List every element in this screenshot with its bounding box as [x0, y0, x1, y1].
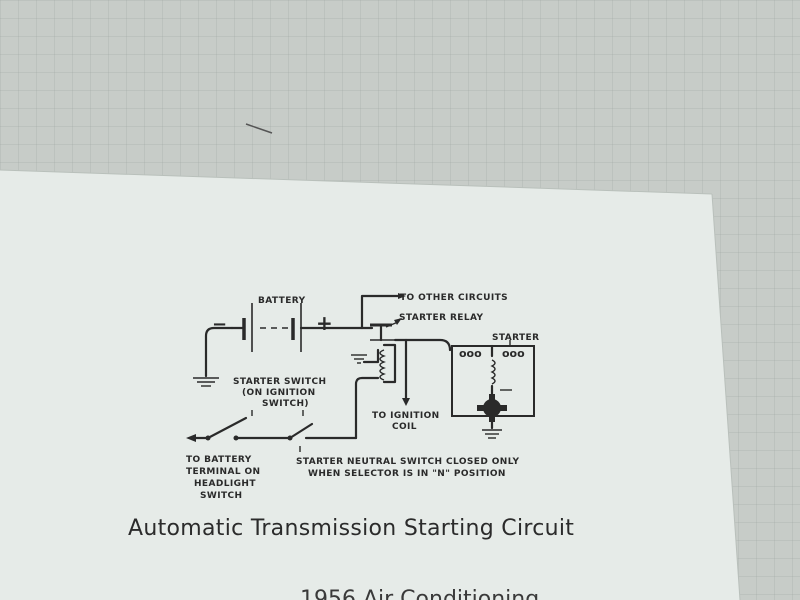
plus-sign: +	[316, 311, 333, 335]
to-battery-label-3: HEADLIGHT	[194, 479, 256, 489]
neutral-switch-label-2: WHEN SELECTOR IS IN "N" POSITION	[308, 469, 506, 479]
neutral-switch-label-1: STARTER NEUTRAL SWITCH CLOSED ONLY	[296, 457, 519, 467]
starter-relay-symbol	[351, 323, 397, 384]
battery-ground-symbol	[193, 326, 234, 387]
svg-text:ooo: ooo	[459, 347, 482, 360]
starter-switch-label-1: STARTER SWITCH	[233, 377, 326, 387]
battery-symbol	[230, 303, 374, 352]
to-ignition-label-1: TO IGNITION	[372, 411, 440, 421]
figure-caption: Automatic Transmission Starting Circuit	[128, 516, 575, 541]
to-ignition-label-2: COIL	[392, 422, 417, 432]
starter-relay-label: STARTER RELAY	[399, 313, 483, 323]
relay-to-starter-wire	[393, 338, 452, 352]
battery-label: BATTERY	[258, 296, 306, 306]
starter-switch-label-3: SWITCH)	[262, 399, 309, 409]
pencil-mark	[245, 123, 273, 134]
minus-sign: −	[212, 314, 227, 335]
to-battery-label-4: SWITCH	[200, 491, 242, 501]
svg-text:ooo: ooo	[502, 347, 525, 360]
to-other-circuits-label: TO OTHER CIRCUITS	[400, 293, 508, 303]
other-circuits-wire	[360, 294, 400, 330]
starter-label: STARTER	[492, 333, 539, 343]
switch-circuit	[186, 376, 380, 442]
to-battery-label-2: TERMINAL ON	[186, 467, 260, 477]
starter-motor-symbol: ooo ooo	[451, 344, 535, 439]
starter-switch-label-2: (ON IGNITION	[242, 388, 316, 398]
next-heading-partial: 1956 Air Conditioning	[300, 587, 540, 600]
to-battery-label-1: TO BATTERY	[186, 455, 252, 465]
